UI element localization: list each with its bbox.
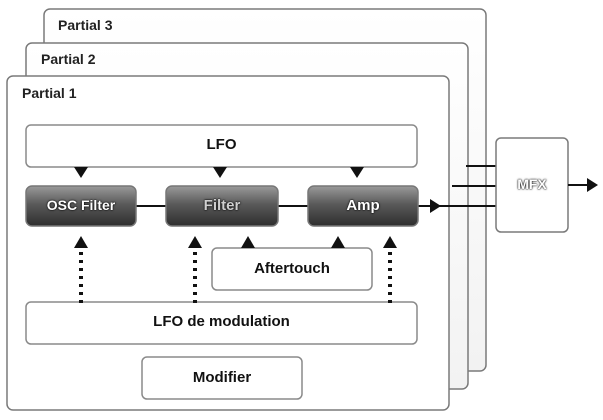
lfo-to-amp-arrow [350,167,364,178]
mfx-output-arrow [587,178,598,192]
modifier-box [141,356,303,400]
mod-to-filter-arrow [188,236,202,248]
partial-1-label: Partial 1 [22,85,77,101]
lfo-modulation-box [25,301,418,345]
mfx-label: MFX [517,176,547,192]
aftertouch-to-amp-arrow [331,236,345,248]
partial-2-label: Partial 2 [41,51,96,67]
aftertouch-box [211,247,373,291]
lfo-to-osc-arrow [74,167,88,178]
lfo-to-filter-arrow [213,167,227,178]
aftertouch-label: Aftertouch [254,260,330,277]
lfo-modulation-label: LFO de modulation [153,313,290,330]
partial-3-label: Partial 3 [58,17,113,33]
filter-block [165,185,279,227]
amp-label: Amp [346,197,380,214]
aftertouch-to-filter-arrow [241,236,255,248]
amp-output-arrow [430,199,441,213]
osc-filter-block [25,185,137,227]
modifier-label: Modifier [192,369,252,386]
osc-filter-label: OSC Filter [46,197,116,213]
mod-to-osc-arrow [74,236,88,248]
amp-block [307,185,419,227]
mod-to-amp-arrow [383,236,397,248]
filter-label: Filter [203,197,241,214]
lfo-label: LFO [206,136,237,153]
